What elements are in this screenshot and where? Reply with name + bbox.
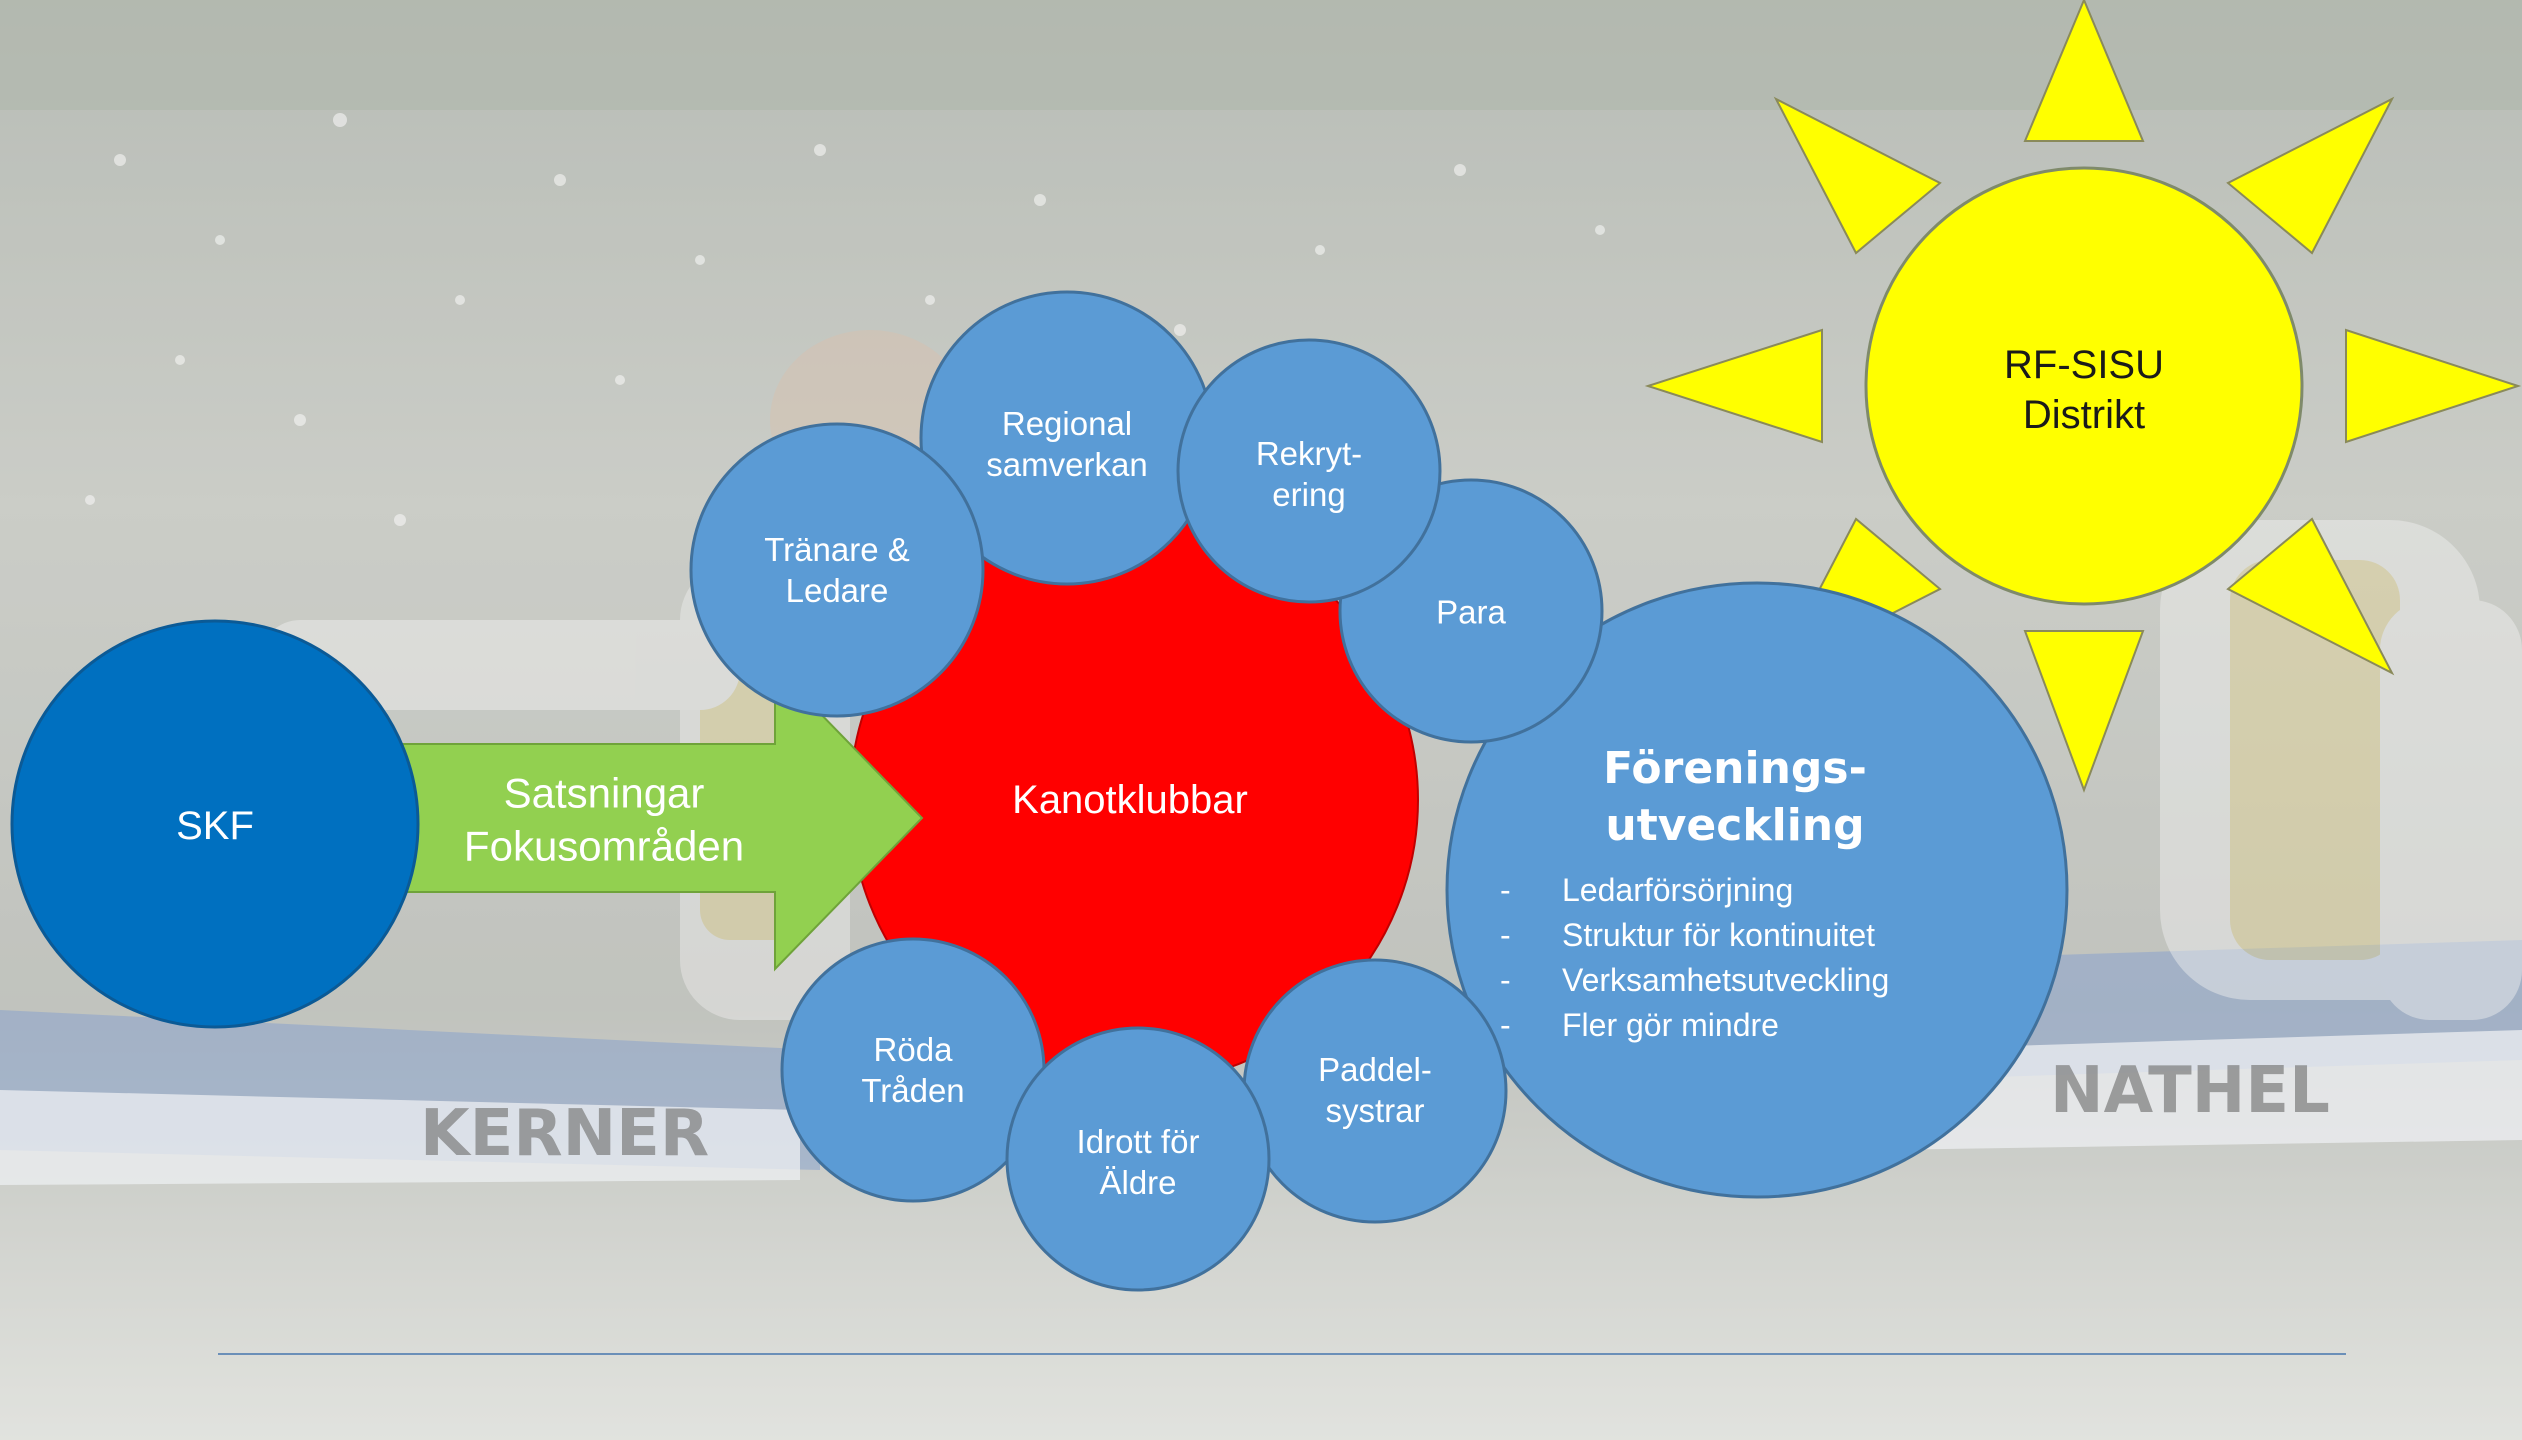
- sun-ray-right: [2345, 328, 2522, 444]
- svg-text:KERNER: KERNER: [420, 1097, 709, 1171]
- sun-ray-top-right: [2226, 96, 2395, 255]
- forenings-item: Ledarförsörjning: [1500, 868, 1980, 913]
- water-splash: [85, 113, 1605, 526]
- sun-circle: [1864, 166, 2304, 606]
- para-label: Para: [1436, 593, 1506, 631]
- forenings-item: Struktur för kontinuitet: [1500, 913, 1980, 958]
- forenings-title: Förenings- utveckling: [1603, 743, 1867, 852]
- bubble-tranare-ledare: [689, 422, 985, 718]
- bubble-idrott-aldre: [1005, 1026, 1271, 1292]
- skf-circle: [10, 619, 420, 1029]
- forenings-block: Förenings- utveckling Ledarförsörjning S…: [1500, 740, 1980, 1048]
- sun-label: RF-SISU Distrikt: [2004, 343, 2164, 437]
- sun-ray-top-left: [1773, 96, 1942, 255]
- skf-label: SKF: [176, 804, 254, 848]
- idrott-aldre-label: Idrott för Äldre: [1076, 1122, 1200, 1201]
- arrow-shape: [402, 664, 924, 972]
- forenings-item: Verksamhetsutveckling: [1500, 958, 1980, 1003]
- forenings-list: Ledarförsörjning Struktur för kontinuite…: [1500, 868, 1980, 1048]
- svg-text:NATHEL: NATHEL: [2050, 1054, 2330, 1128]
- paddler-right: [2160, 520, 2522, 1020]
- forenings-item: Fler gör mindre: [1500, 1003, 1980, 1048]
- sun-ray-top: [2023, 0, 2145, 142]
- arrow-label: Satsningar Fokusområden: [463, 769, 745, 870]
- sun-ray-bottom: [2023, 630, 2145, 793]
- center-label: Kanotklubbar: [1012, 778, 1248, 822]
- paddelsystrar-label: Paddel- systrar: [1318, 1050, 1432, 1129]
- bubble-rekrytering: [1176, 338, 1442, 604]
- roda-traden-label: Röda Tråden: [861, 1030, 965, 1109]
- rekrytering-label: Rekryt- ering: [1255, 434, 1363, 513]
- regional-samverkan-label: Regional samverkan: [986, 404, 1148, 483]
- kayak-left: KERNER: [0, 1010, 820, 1185]
- sun-ray-left: [1644, 328, 1823, 444]
- tranare-ledare-label: Tränare & Ledare: [764, 530, 910, 609]
- sun-ray-bottom-right: [2226, 517, 2395, 676]
